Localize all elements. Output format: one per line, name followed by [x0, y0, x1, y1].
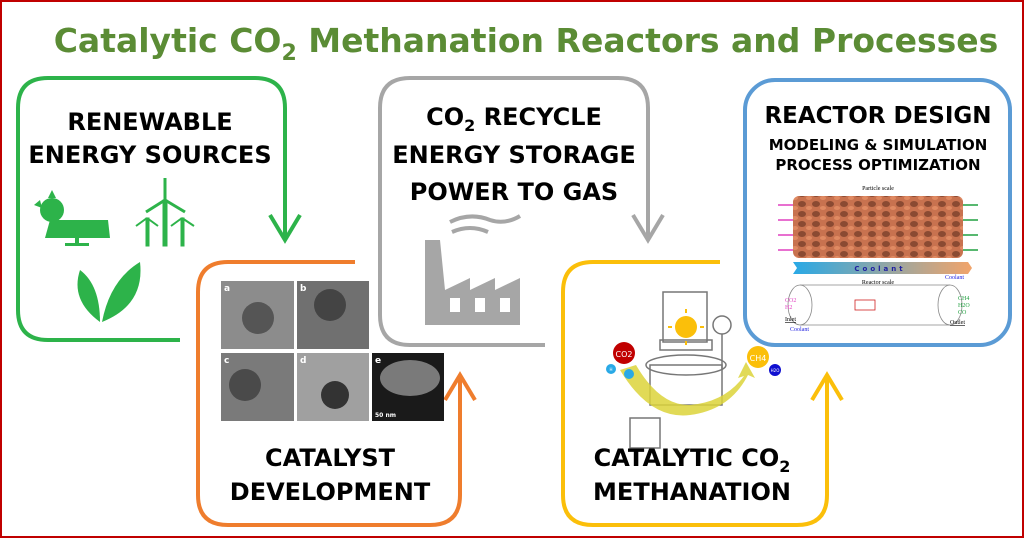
recycle-line3: POWER TO GAS: [410, 178, 618, 206]
reactor-line3: PROCESS OPTIMIZATION: [775, 156, 980, 174]
tem-micrographs: [221, 281, 444, 421]
ch4-label: CH4: [750, 354, 767, 363]
renewable-line2: ENERGY SOURCES: [28, 141, 271, 169]
leaf-icon: [77, 262, 141, 322]
methanation-line1: CATALYTIC CO2: [594, 444, 791, 476]
coolant-bar-label: Coolant: [854, 265, 905, 273]
scale-bar-label: 50 nm: [375, 412, 396, 419]
catalyst-development-section: a b c d e 50 nm CATALYST DEVELOPMENT: [196, 260, 477, 527]
outlet-species: CH4: [958, 296, 969, 302]
recycle-line2: ENERGY STORAGE: [392, 141, 635, 169]
coolant-outlet-label: Coolant: [945, 275, 964, 281]
catalyst-line2: DEVELOPMENT: [230, 478, 431, 506]
catalytic-methanation-section: CO2 H CH4 H2O CATALYTIC CO2 METHANATION: [561, 260, 844, 527]
factory-icon: [425, 214, 522, 325]
wind-turbine-icon: [135, 178, 195, 247]
page-title: Catalytic CO2 Methanation Reactors and P…: [54, 21, 999, 66]
panel-label: e: [375, 356, 381, 366]
panel-label: d: [300, 356, 306, 366]
ch4-molecule: [747, 346, 769, 368]
methanation-line2: METHANATION: [593, 478, 791, 506]
reaction-arrow: [620, 362, 755, 416]
h2o-label: H2O: [771, 368, 780, 373]
coolant-bar: [793, 262, 972, 274]
coolant-inlet-label: Coolant: [790, 327, 809, 333]
solar-panel-icon: [34, 190, 110, 246]
packed-bed: [793, 196, 963, 258]
catalyst-line1: CATALYST: [265, 444, 396, 472]
co2-molecule: [613, 342, 635, 364]
renewable-line1: RENEWABLE: [67, 108, 232, 136]
inlet-label: Inlet: [785, 317, 796, 323]
panel-label: b: [300, 284, 307, 294]
arrow-up-icon: [810, 371, 844, 402]
h-molecule: [624, 369, 634, 379]
outlet-label: Outlet: [950, 320, 965, 326]
inlet-species: H2: [785, 305, 792, 311]
h-label: H: [609, 367, 612, 372]
reactor-tube: [787, 284, 963, 326]
arrow-down-icon: [631, 213, 665, 244]
reactor-scale-label: Reactor scale: [862, 280, 894, 286]
h-molecule: [606, 364, 616, 374]
renewable-energy-section: RENEWABLE ENERGY SOURCES: [16, 76, 302, 342]
inlet-species: CO2: [785, 298, 796, 304]
outlet-species: H2O: [958, 303, 970, 309]
panel-label: c: [224, 356, 229, 366]
outlet-species: CO: [958, 310, 967, 316]
reactor-illustration: [629, 291, 732, 449]
recycle-line1: CO2 RECYCLE: [426, 103, 602, 135]
reactor-design-section: REACTOR DESIGN MODELING & SIMULATION PRO…: [743, 78, 1012, 347]
arrow-up-icon: [443, 371, 477, 402]
co2-label: CO2: [616, 350, 633, 359]
reactor-line1: REACTOR DESIGN: [764, 103, 991, 129]
reactor-line2: MODELING & SIMULATION: [769, 136, 988, 154]
arrow-down-icon: [268, 213, 302, 244]
sun-icon: [668, 309, 704, 345]
h2o-molecule: [769, 364, 781, 376]
co2-recycle-section: CO2 RECYCLE ENERGY STORAGE POWER TO GAS: [378, 76, 665, 347]
panel-label: a: [224, 284, 230, 294]
particle-scale-label: Particle scale: [862, 186, 894, 192]
